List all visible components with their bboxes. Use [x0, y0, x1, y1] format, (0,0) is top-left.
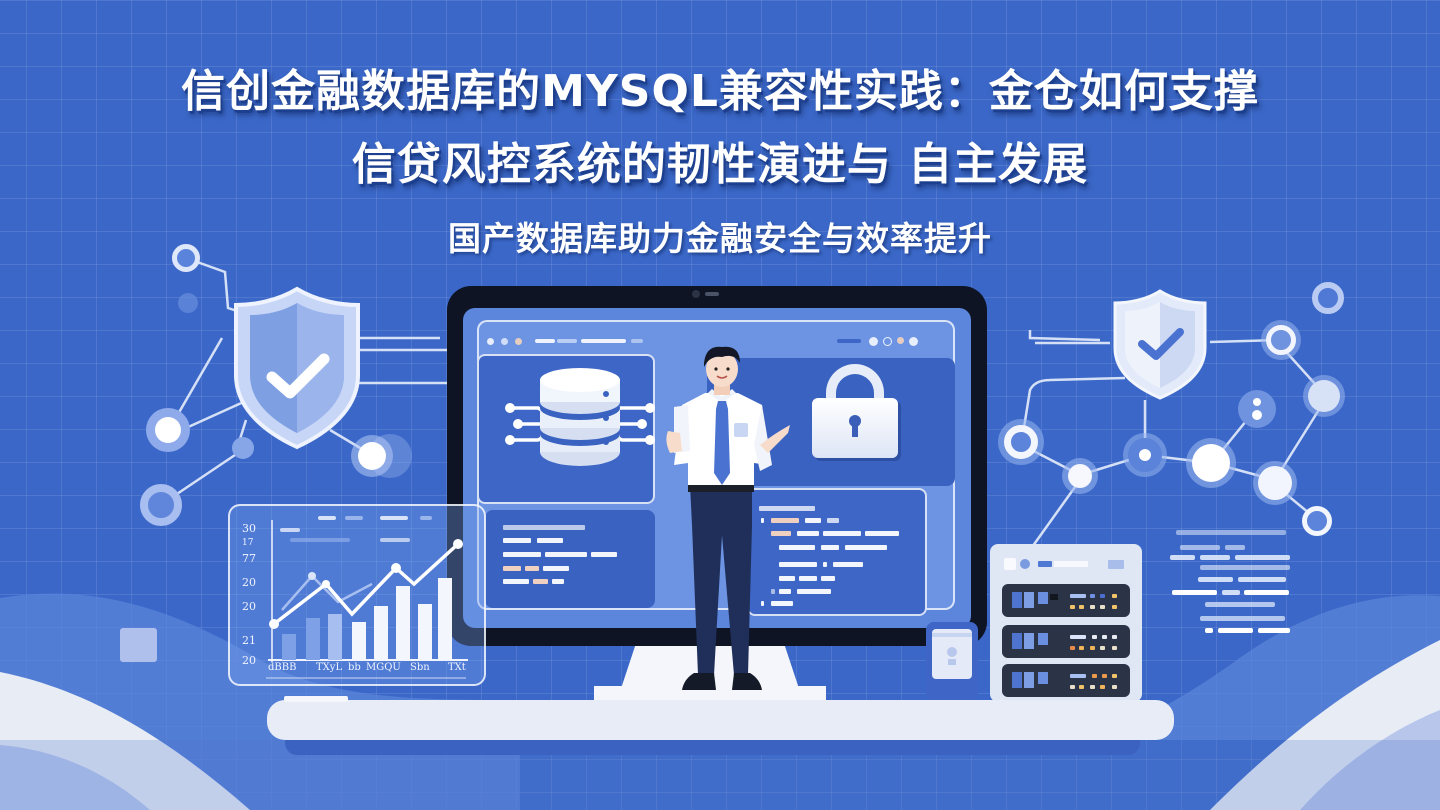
- x-tick: Sbn: [410, 662, 430, 673]
- y-tick: 20: [242, 576, 256, 589]
- mobile-phone: [926, 622, 978, 702]
- keyhole-icon: [849, 415, 861, 437]
- x-tick: MGQU: [366, 662, 401, 673]
- network-node: [155, 417, 181, 443]
- network-node: [172, 244, 200, 272]
- y-tick: 77: [242, 552, 256, 565]
- y-tick: 21: [242, 634, 256, 647]
- bar-line-chart: [266, 520, 468, 679]
- y-tick: 17: [242, 538, 254, 548]
- x-tick: bb: [348, 662, 361, 673]
- title-line-1: 信创金融数据库的MYSQL兼容性实践：金仓如何支撑: [181, 66, 1259, 117]
- padlock-icon: [812, 398, 898, 458]
- network-node: [1192, 444, 1230, 482]
- chart-card: 30 17 77 20 20 21 20 dBBB TXyL bb MGQU S…: [228, 504, 486, 686]
- network-node: [1238, 390, 1276, 428]
- x-tick: TXt: [448, 662, 466, 673]
- stage-platform: [267, 700, 1174, 740]
- title-line-2: 信贷风控系统的韧性演进与 自主发展: [351, 139, 1089, 190]
- x-tick: TXyL: [316, 662, 343, 673]
- code-panel-right: [747, 488, 927, 616]
- database-icon: [505, 368, 655, 466]
- subtitle: 国产数据库助力金融安全与效率提升: [448, 219, 992, 258]
- network-node: [140, 484, 182, 526]
- decorative-square: [120, 628, 157, 662]
- y-tick: 20: [242, 600, 256, 613]
- server-unit: [1002, 584, 1130, 617]
- webcam-indicator: [705, 292, 719, 296]
- presenter-person: [666, 346, 790, 690]
- network-node: [1308, 380, 1340, 412]
- padlock-shackle: [826, 364, 884, 414]
- network-node: [1312, 282, 1344, 314]
- network-node: [1004, 425, 1038, 459]
- network-node: [1266, 325, 1296, 355]
- shield-check-icon-right: [1113, 289, 1207, 400]
- code-panel-left: [485, 510, 655, 608]
- floating-code-lines: [1170, 520, 1320, 640]
- network-node: [1068, 464, 1092, 488]
- server-unit: [1002, 664, 1130, 697]
- webcam-icon: [692, 290, 700, 298]
- network-node: [1302, 506, 1332, 536]
- y-tick: 20: [242, 654, 256, 667]
- server-unit: [1002, 625, 1130, 658]
- network-node: [1258, 466, 1292, 500]
- network-node: [1128, 438, 1162, 472]
- x-tick: dBBB: [268, 662, 297, 673]
- shield-check-icon-left: [234, 286, 360, 450]
- y-tick: 30: [242, 522, 256, 535]
- network-node: [232, 437, 254, 459]
- network-node: [358, 442, 386, 470]
- phone-screen: [932, 629, 972, 679]
- server-rack: [990, 544, 1142, 702]
- stage-step: [284, 696, 348, 702]
- network-node: [178, 293, 198, 313]
